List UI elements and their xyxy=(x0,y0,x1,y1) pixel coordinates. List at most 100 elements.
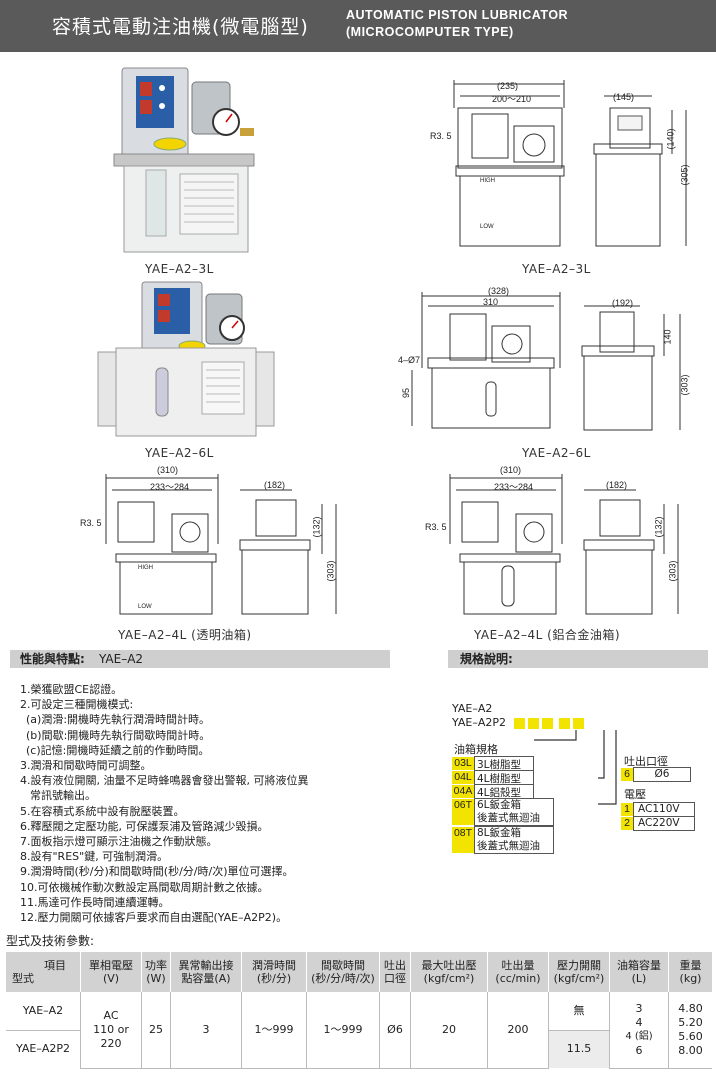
tank-desc: 4L鋁殼型 xyxy=(474,784,534,799)
cell-max-pressure: 20 xyxy=(410,992,488,1069)
col-header-pressure-switch: 壓力開關(kgf/cm²) xyxy=(548,952,610,992)
dim-4l-radius: R3. 5 xyxy=(80,518,102,528)
col-header-interval-time: 間歇時間(秒/分/時/次) xyxy=(306,952,380,992)
col-header-voltage: 單相電壓(V) xyxy=(80,952,142,992)
table-row: YAE–A2P2 11.5 xyxy=(6,1030,712,1068)
spec-model-1: YAE–A2 xyxy=(452,702,493,715)
tank-desc: 3L樹脂型 xyxy=(474,756,534,771)
dim-4la-radius: R3. 5 xyxy=(425,522,447,532)
photo-yae-a2-3l xyxy=(113,67,255,253)
col-header-lube-time: 潤滑時間(秒/分) xyxy=(241,952,307,992)
tank-code: 04A xyxy=(452,785,474,798)
cell-model: YAE–A2P2 xyxy=(6,1030,81,1068)
feature-item: (b)間歇:開機時先執行間歇時間計時。 xyxy=(26,728,211,742)
feature-item: 4.設有液位開關, 油量不足時蜂鳴器會發出警報, 可將液位異 xyxy=(20,774,309,788)
photo-caption-6l: YAE–A2–6L xyxy=(145,446,214,460)
cell-interval-time: 1～999 xyxy=(306,992,380,1069)
dim-4la-height-upper: (132) xyxy=(653,516,664,538)
dim-3l-width-range: 200～210 xyxy=(492,94,532,104)
dim-4l-side-width: (182) xyxy=(264,480,286,490)
dim-6l-mount-holes: 4–Ø7 xyxy=(398,355,421,365)
col-header-max-pressure: 最大吐出壓(kgf/cm²) xyxy=(410,952,488,992)
tank-desc: 8L鈑金箱後蓋式無迴油 xyxy=(474,826,554,854)
dim-6l-height-upper: 140 xyxy=(662,329,673,345)
feature-item: 12.壓力開關可依據客戶要求而自由選配(YAE–A2P2)。 xyxy=(20,911,288,925)
cell-pressure-switch: 無 xyxy=(548,992,610,1031)
col-header-alarm: 異常輸出接點容量(A) xyxy=(170,952,242,992)
features-list: 1.榮獲歐盟CE認證。 2.可設定三種開機模式: (a)潤滑:開機時先執行潤滑時… xyxy=(20,682,308,925)
drawing-caption-4l-transparent: YAE–A2–4L (透明油箱) xyxy=(118,628,252,642)
cell-model: YAE–A2 xyxy=(6,992,81,1031)
cell-port: Ø6 xyxy=(379,992,411,1069)
dim-4l-low-mark: LOW xyxy=(138,604,152,610)
title-english: AUTOMATIC PISTON LUBRICATOR (MICROCOMPUT… xyxy=(346,8,569,39)
feature-item: 7.面板指示燈可顯示注油機之作動狀態。 xyxy=(20,835,218,849)
feature-item: 2.可設定三種開機模式: xyxy=(20,698,134,712)
dim-4la-width-total: (310) xyxy=(500,465,522,475)
cell-pressure-switch: 11.5 xyxy=(548,1030,610,1068)
col-header-flow: 吐出量(cc/min) xyxy=(487,952,549,992)
drawing-caption-3l: YAE–A2–3L xyxy=(522,262,591,276)
feature-item: 1.榮獲歐盟CE認證。 xyxy=(20,683,123,696)
outlet-code: 6 xyxy=(621,768,633,781)
feature-item: 6.釋壓閥之定壓功能, 可保護泵浦及管路減少毀損。 xyxy=(20,819,269,833)
dim-3l-height-total: (305) xyxy=(679,164,690,186)
outlet-value: Ø6 xyxy=(633,767,691,782)
tank-code: 08T xyxy=(452,827,474,853)
cell-alarm: 3 xyxy=(170,992,242,1069)
features-bar: 性能與特點: YAE–A2 xyxy=(10,650,390,668)
col-header-port: 吐出口徑 xyxy=(379,952,411,992)
feature-item: 9.潤滑時間(秒/分)和間歇時間(秒/分/時/次)單位可選擇。 xyxy=(20,865,294,879)
cell-flow: 200 xyxy=(487,992,549,1069)
dim-3l-side-width: (145) xyxy=(613,92,635,102)
drawing-yae-a2-4l-aluminum xyxy=(449,474,679,615)
dim-4l-high-mark: HIGH xyxy=(138,565,153,571)
feature-item: 5.在容積式系統中設有脫壓裝置。 xyxy=(20,804,185,818)
dim-4l-height-total: (303) xyxy=(325,560,336,582)
drawing-yae-a2-6l xyxy=(411,292,681,431)
dim-3l-low-mark: LOW xyxy=(480,224,494,230)
feature-item: 8.設有"RES"鍵, 可強制潤滑。 xyxy=(20,850,169,864)
tank-code: 04L xyxy=(452,771,474,784)
feature-item: 11.馬達可作長時間連續運轉。 xyxy=(20,895,170,909)
code-placeholder-boxes xyxy=(513,716,588,729)
tank-code: 03L xyxy=(452,757,474,770)
dim-4la-height-total: (303) xyxy=(667,560,678,582)
feature-item: (c)記憶:開機時延續之前的作動時間。 xyxy=(26,743,210,757)
dim-4la-side-width: (182) xyxy=(606,480,628,490)
dim-6l-height-total: (303) xyxy=(679,374,690,396)
title-banner: 容積式電動注油機(微電腦型) AUTOMATIC PISTON LUBRICAT… xyxy=(0,0,716,52)
voltage-title: 電壓 xyxy=(624,788,646,801)
dim-3l-height-upper: (140) xyxy=(665,128,676,150)
dim-6l-side-width: (192) xyxy=(612,298,634,308)
col-header-item: 項目型式 xyxy=(6,952,81,992)
voltage-code: 2 xyxy=(621,817,633,830)
feature-item: 3.潤滑和間歇時間可調整。 xyxy=(20,759,152,773)
tank-title: 油箱規格 xyxy=(454,743,498,756)
drawing-caption-4l-aluminum: YAE–A2–4L (鋁合金油箱) xyxy=(474,628,621,642)
tank-desc: 4L樹脂型 xyxy=(474,770,534,785)
tank-code: 06T xyxy=(452,799,474,825)
spec-connector-lines xyxy=(534,730,617,805)
feature-item: (a)潤滑:開機時先執行潤滑時間計時。 xyxy=(26,713,211,727)
spec-model-2: YAE–A2P2 xyxy=(452,716,587,729)
dim-4l-width-range: 233～284 xyxy=(150,482,190,492)
title-chinese: 容積式電動注油機(微電腦型) xyxy=(52,16,309,38)
cell-tank-capacity: 3 4 4 (鋁) 6 xyxy=(609,992,669,1069)
cell-lube-time: 1～999 xyxy=(241,992,307,1069)
dim-4l-height-upper: (132) xyxy=(311,516,322,538)
col-header-weight: 重量(kg) xyxy=(668,952,712,992)
table-header-row: 項目型式 單相電壓(V) 功率(W) 異常輸出接點容量(A) 潤滑時間(秒/分)… xyxy=(6,952,712,992)
photo-yae-a2-6l xyxy=(97,281,275,437)
col-header-tank-capacity: 油箱容量(L) xyxy=(609,952,669,992)
dim-6l-width-total: (328) xyxy=(488,286,510,296)
table-title: 型式及技術參數: xyxy=(6,934,95,948)
feature-item: 10.可依機械作動次數設定爲間歇周期計數之依據。 xyxy=(20,880,269,894)
dim-3l-width-total: (235) xyxy=(497,81,519,91)
dim-6l-height-95: 95 xyxy=(401,387,412,399)
cell-power: 25 xyxy=(141,992,171,1069)
voltage-value: AC110V xyxy=(633,802,695,817)
dim-4l-width-total: (310) xyxy=(157,465,179,475)
